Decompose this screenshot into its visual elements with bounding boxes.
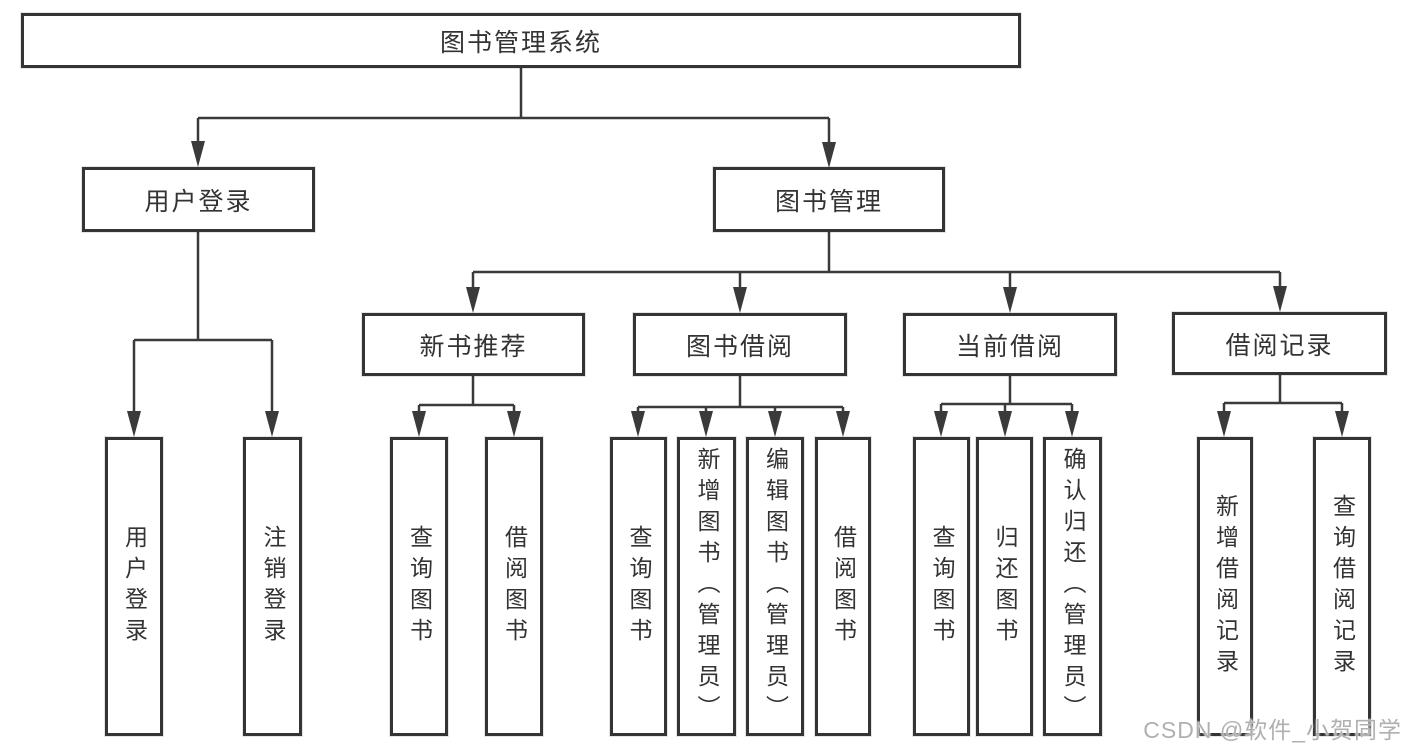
arrow-icon <box>934 411 948 437</box>
leaf-logout: 注销登录 <box>243 437 302 736</box>
leaf-query-book-borrow: 查询图书 <box>610 437 667 736</box>
node-label: 归还图书 <box>992 524 1018 649</box>
edge-root <box>196 68 831 145</box>
arrow-icon <box>822 142 836 168</box>
leaf-add-book-admin: 新增图书（管理员） <box>677 437 736 736</box>
node-label: 用户登录 <box>144 187 253 216</box>
edge-user-login <box>132 232 274 414</box>
node-label: 注销登录 <box>260 524 286 649</box>
watermark: CSDN @软件_小贺同学 <box>1143 717 1402 743</box>
node-label: 查询图书 <box>929 524 955 649</box>
node-label: 查询图书 <box>406 524 433 649</box>
arrow-icon <box>768 411 782 437</box>
leaf-query-book-current: 查询图书 <box>913 437 970 736</box>
arrow-icon <box>127 411 141 437</box>
node-label: 借阅记录 <box>1225 331 1334 360</box>
node-label: 借阅图书 <box>830 524 857 649</box>
node-label: 查询借阅记录 <box>1329 493 1356 680</box>
arrow-icon <box>699 411 713 437</box>
leaf-return-book: 归还图书 <box>976 437 1033 736</box>
node-root-system: 图书管理系统 <box>21 13 1021 68</box>
leaf-add-borrow-record: 新增借阅记录 <box>1197 437 1253 736</box>
arrow-icon <box>1003 287 1017 313</box>
arrow-icon <box>836 411 850 437</box>
node-borrow-record: 借阅记录 <box>1172 312 1387 375</box>
node-label: 当前借阅 <box>955 332 1064 361</box>
edge-new-book <box>417 376 516 414</box>
node-user-login: 用户登录 <box>82 167 315 232</box>
leaf-borrow-book-recommend: 借阅图书 <box>485 437 543 736</box>
node-book-management: 图书管理 <box>713 167 945 232</box>
arrow-icon <box>412 411 426 437</box>
arrow-icon <box>466 287 480 313</box>
node-label: 新增图书（管理员） <box>694 447 720 726</box>
arrow-icon <box>1065 411 1079 437</box>
node-label: 图书借阅 <box>685 332 794 361</box>
node-label: 图书管理系统 <box>439 28 602 57</box>
leaf-query-borrow-record: 查询借阅记录 <box>1313 437 1371 736</box>
arrow-icon <box>507 411 521 437</box>
arrow-icon <box>631 411 645 437</box>
node-label: 新增借阅记录 <box>1212 493 1239 680</box>
edge-book-borrow <box>636 376 845 414</box>
arrow-icon <box>191 141 205 167</box>
node-new-book-recommend: 新书推荐 <box>362 313 585 376</box>
edge-borrow-record <box>1222 375 1344 414</box>
arrow-icon <box>998 411 1012 437</box>
leaf-borrow-book: 借阅图书 <box>815 437 871 736</box>
node-current-borrow: 当前借阅 <box>903 313 1117 376</box>
leaf-edit-book-admin: 编辑图书（管理员） <box>746 437 804 736</box>
arrow-icon <box>733 287 747 313</box>
node-label: 新书推荐 <box>419 332 528 361</box>
arrow-icon <box>1273 286 1287 312</box>
leaf-user-login: 用户登录 <box>105 437 163 736</box>
node-label: 用户登录 <box>121 524 148 649</box>
node-book-borrow: 图书借阅 <box>633 313 847 376</box>
arrow-icon <box>1335 411 1349 437</box>
node-label: 图书管理 <box>774 187 883 216</box>
leaf-query-book-recommend: 查询图书 <box>390 437 448 736</box>
edge-current-borrow <box>939 376 1074 414</box>
node-label: 编辑图书（管理员） <box>762 447 789 726</box>
node-label: 确认归还（管理员） <box>1060 447 1086 726</box>
edge-book-mgmt <box>471 232 1282 290</box>
node-label: 借阅图书 <box>501 524 528 649</box>
leaf-confirm-return-admin: 确认归还（管理员） <box>1043 437 1102 736</box>
arrow-icon <box>1217 411 1231 437</box>
node-label: 查询图书 <box>626 524 652 649</box>
arrow-icon <box>265 411 279 437</box>
